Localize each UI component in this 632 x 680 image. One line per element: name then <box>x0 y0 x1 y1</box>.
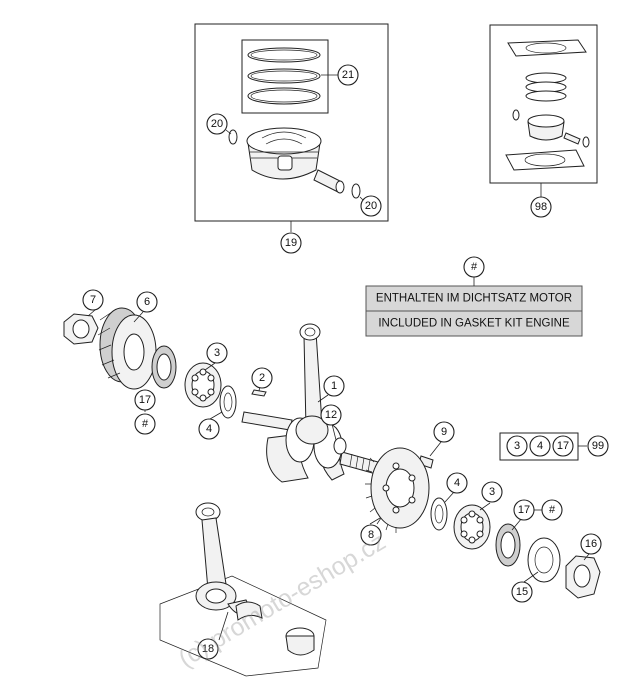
svg-text:4: 4 <box>206 423 212 435</box>
callout-set-17: 17 <box>552 435 574 457</box>
callout-99: 99 <box>587 435 609 457</box>
svg-text:18: 18 <box>202 643 214 655</box>
svg-text:20: 20 <box>211 118 223 130</box>
piston-rings-drawing <box>241 39 329 114</box>
svg-text:17: 17 <box>557 440 569 452</box>
callout-9: 9 <box>433 421 455 443</box>
svg-text:#: # <box>142 418 149 430</box>
circlip-left <box>228 129 238 145</box>
callout-18: 18 <box>197 638 219 660</box>
nut-part-16 <box>565 555 601 599</box>
spacer-part-15 <box>527 537 561 583</box>
shim-left-part-4 <box>219 385 237 419</box>
svg-text:12: 12 <box>325 409 337 421</box>
small-rings-drawing <box>525 72 567 102</box>
svg-text:6: 6 <box>144 296 150 308</box>
callout-3-left: 3 <box>206 342 228 364</box>
gasket-note: ENTHALTEN IM DICHTSATZ MOTOR INCLUDED IN… <box>365 285 583 337</box>
callout-set-4: 4 <box>529 435 551 457</box>
callout-21: 21 <box>337 64 359 86</box>
callout-set-3: 3 <box>506 435 528 457</box>
circlip-right <box>351 183 361 199</box>
callout-20-right: 20 <box>360 195 382 217</box>
svg-text:99: 99 <box>592 440 604 452</box>
svg-text:4: 4 <box>537 440 543 452</box>
connecting-rod-part-18 <box>159 502 327 677</box>
svg-text:2: 2 <box>259 372 265 384</box>
gasket-note-line-de: ENTHALTEN IM DICHTSATZ MOTOR <box>376 293 572 305</box>
bearing-right-part-3 <box>453 504 491 550</box>
svg-text:3: 3 <box>514 440 520 452</box>
callout-3-right: 3 <box>481 481 503 503</box>
timing-gear-part-8 <box>365 447 430 533</box>
callout-1: 1 <box>323 375 345 397</box>
svg-text:4: 4 <box>454 477 460 489</box>
callout-7: 7 <box>82 289 104 311</box>
piston-pin-drawing <box>313 169 345 194</box>
callout-8: 8 <box>360 524 382 546</box>
needle-bearing-part-12 <box>333 437 347 455</box>
callout-hash-note: # <box>463 256 485 278</box>
seal-ring-left <box>151 345 177 389</box>
key-part-2 <box>251 389 267 397</box>
leader-lines <box>87 74 590 641</box>
svg-text:3: 3 <box>214 347 220 359</box>
svg-text:98: 98 <box>535 201 547 213</box>
nut-part-7 <box>63 313 99 345</box>
callout-98: 98 <box>530 196 552 218</box>
callout-2: 2 <box>251 367 273 389</box>
cylinder-gasket-top-drawing <box>507 39 587 57</box>
svg-text:#: # <box>549 504 556 516</box>
svg-text:1: 1 <box>331 380 337 392</box>
svg-text:9: 9 <box>441 426 447 438</box>
callout-4-left: 4 <box>198 418 220 440</box>
svg-text:21: 21 <box>342 69 354 81</box>
svg-text:7: 7 <box>90 294 96 306</box>
top-end-gasket-frame <box>489 24 598 184</box>
bearing-left-part-3 <box>184 362 222 408</box>
svg-text:19: 19 <box>285 237 297 249</box>
callout-19: 19 <box>280 232 302 254</box>
callout-12: 12 <box>320 404 342 426</box>
cylinder-gasket-bottom-drawing <box>505 149 585 171</box>
callout-17-right: 17 <box>513 499 535 521</box>
shim-right-part-4 <box>430 497 448 531</box>
callout-15: 15 <box>511 581 533 603</box>
svg-text:15: 15 <box>516 586 528 598</box>
callout-6: 6 <box>136 291 158 313</box>
callout-20-left: 20 <box>206 113 228 135</box>
svg-text:20: 20 <box>365 200 377 212</box>
gasket-note-line-en: INCLUDED IN GASKET KIT ENGINE <box>378 318 570 330</box>
svg-text:3: 3 <box>489 486 495 498</box>
crankshaft-part-1 <box>241 323 379 483</box>
svg-text:8: 8 <box>368 529 374 541</box>
callout-4-right: 4 <box>446 472 468 494</box>
svg-text:17: 17 <box>139 394 151 406</box>
small-piston-drawing <box>512 109 590 148</box>
svg-text:#: # <box>471 261 478 273</box>
piston-drawing <box>246 127 322 180</box>
primary-gear-part-6 <box>97 307 157 390</box>
svg-text:17: 17 <box>518 504 530 516</box>
svg-text:16: 16 <box>585 538 597 550</box>
callout-17-left: 17 <box>134 389 156 411</box>
callout-hash-right: # <box>541 499 563 521</box>
callout-hash-left: # <box>134 413 156 435</box>
seal-ring-right-part-17 <box>495 523 521 567</box>
callout-16: 16 <box>580 533 602 555</box>
piston-kit-frame <box>194 23 389 222</box>
